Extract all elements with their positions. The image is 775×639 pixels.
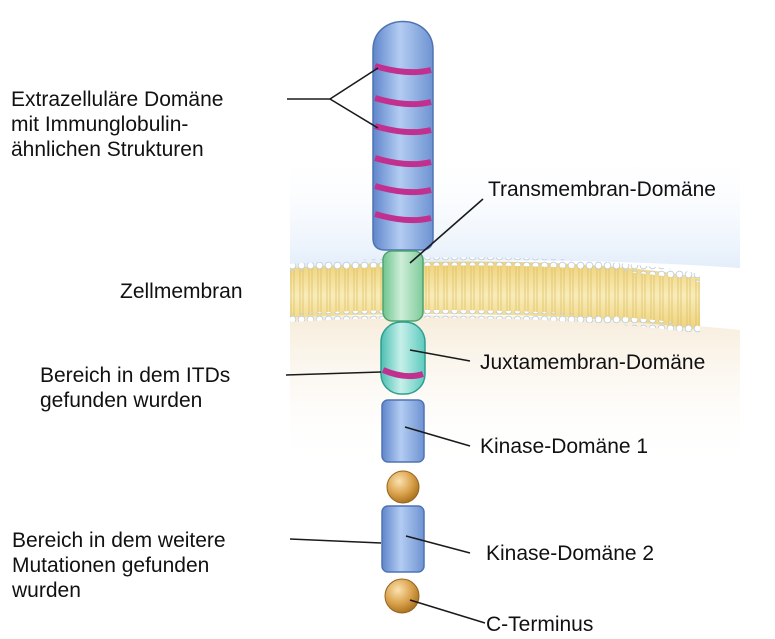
transmembrane-domain bbox=[383, 251, 423, 321]
leader-extracellular bbox=[287, 68, 378, 99]
label-mutation-region: Bereich in dem weitere Mutationen gefund… bbox=[12, 528, 226, 603]
label-membrane: Zellmembran bbox=[120, 279, 243, 304]
label-juxtamembrane: Juxtamembran-Domäne bbox=[480, 350, 705, 375]
label-transmembrane: Transmembran-Domäne bbox=[488, 177, 716, 202]
label-mutation-line-3: wurden bbox=[12, 578, 226, 603]
label-itd-line-2: gefunden wurden bbox=[40, 388, 230, 413]
label-kinase-2: Kinase-Domäne 2 bbox=[486, 541, 654, 566]
label-extracellular-line-2: mit Immunglobulin- bbox=[11, 112, 223, 137]
kinase-insert-ball bbox=[387, 471, 419, 503]
juxtamembrane-domain bbox=[381, 322, 425, 394]
leader-extracellular-2 bbox=[330, 99, 378, 128]
label-itd-region: Bereich in dem ITDs gefunden wurden bbox=[40, 363, 230, 413]
label-extracellular-line-1: Extrazelluläre Domäne bbox=[11, 87, 223, 112]
c-terminus-ball bbox=[385, 579, 419, 613]
leader-mutation bbox=[290, 539, 381, 543]
label-kinase-1: Kinase-Domäne 1 bbox=[480, 434, 648, 459]
extracellular-domain bbox=[373, 22, 433, 251]
extracellular-space bbox=[290, 150, 740, 268]
label-extracellular-line-3: ähnlichen Strukturen bbox=[11, 137, 223, 162]
label-extracellular: Extrazelluläre Domäne mit Immunglobulin-… bbox=[11, 87, 223, 162]
label-c-terminus: C-Terminus bbox=[486, 612, 593, 637]
label-mutation-line-1: Bereich in dem weitere bbox=[12, 528, 226, 553]
label-mutation-line-2: Mutationen gefunden bbox=[12, 553, 226, 578]
leader-c-terminus bbox=[410, 600, 485, 623]
label-itd-line-1: Bereich in dem ITDs bbox=[40, 363, 230, 388]
